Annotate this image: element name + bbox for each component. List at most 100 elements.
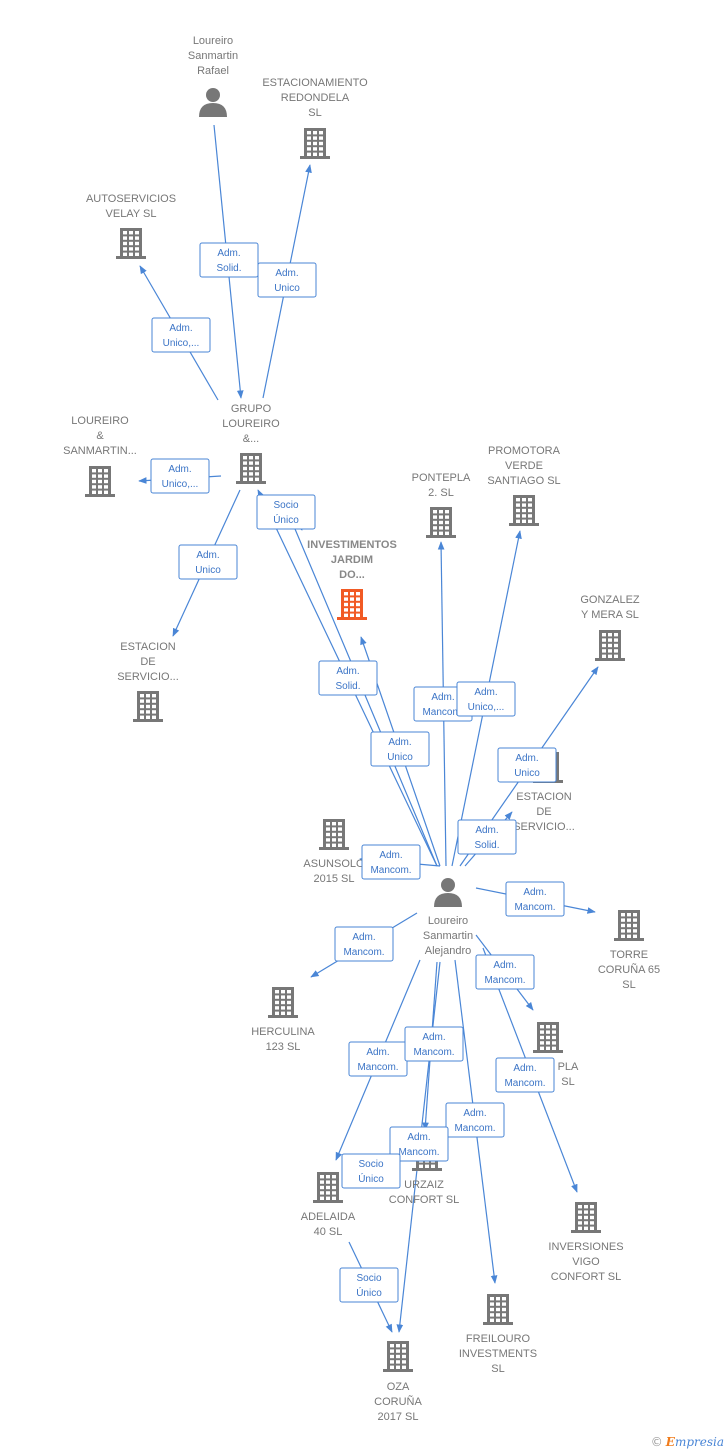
node-label: INVESTMENTS <box>459 1348 537 1360</box>
node-label: 2017 SL <box>378 1411 419 1423</box>
edge-role-label[interactable]: Adm.Mancom. <box>445 1102 505 1138</box>
edge-role-label[interactable]: Adm.Mancom. <box>495 1057 555 1093</box>
edge-role-text: Adm. <box>352 932 375 943</box>
edge-role-text: Adm. <box>379 850 402 861</box>
edge-role-text: Adm. <box>336 666 359 677</box>
node-label: 123 SL <box>266 1041 301 1053</box>
node-label: URZAIZ <box>404 1179 444 1191</box>
logo-initial: E <box>665 1435 675 1449</box>
edge-labels-layer: Adm.Solid.Adm.UnicoAdm.Unico,...Adm.Unic… <box>150 242 565 1303</box>
edge-role-text: Adm. <box>493 960 516 971</box>
node-label: 40 SL <box>314 1226 343 1238</box>
edge-role-label[interactable]: Adm.Mancom. <box>404 1026 464 1062</box>
edge-role-label[interactable]: Adm.Unico,... <box>150 458 210 494</box>
edge-role-text: Socio <box>358 1159 383 1170</box>
edges-layer <box>138 124 599 1333</box>
building-icon <box>483 1294 513 1325</box>
node-grupo_loureiro[interactable]: GRUPOLOUREIRO&... <box>222 403 280 484</box>
edge-role-label[interactable]: Adm. Solid. <box>318 660 378 696</box>
edge-role-text: Solid. <box>335 681 360 692</box>
edge-role-label[interactable]: Adm.Unico,... <box>456 681 516 717</box>
edge-role-label[interactable]: Adm.Unico <box>178 544 238 580</box>
edge-role-label[interactable]: Adm.Unico <box>257 262 317 298</box>
node-label: SL <box>561 1076 574 1088</box>
edge-role-text: Mancom. <box>514 902 555 913</box>
node-label: 2015 SL <box>314 873 355 885</box>
building-icon <box>133 691 163 722</box>
edge-role-text: Único <box>358 1172 384 1185</box>
edge-role-label[interactable]: Adm.Mancom. <box>389 1126 449 1162</box>
node-label: HERCULINA <box>251 1026 315 1038</box>
person-icon <box>434 878 462 907</box>
node-herculina[interactable]: HERCULINA 123 SL <box>251 987 315 1053</box>
edge-role-text: Unico <box>387 752 413 763</box>
edge-role-label[interactable]: Adm.Unico,... <box>151 317 211 353</box>
edge-role-text: Socio <box>273 500 298 511</box>
edge-role-text: Adm. <box>169 323 192 334</box>
node-adelaida[interactable]: ADELAIDA 40 SL <box>301 1172 356 1238</box>
node-label: SL <box>308 107 321 119</box>
node-label: AUTOSERVICIOS <box>86 193 176 205</box>
edge-role-text: Mancom. <box>357 1062 398 1073</box>
node-label: OZA <box>387 1381 410 1393</box>
edge-role-label[interactable]: Adm.Solid. <box>457 819 517 855</box>
node-label: CORUÑA <box>374 1395 422 1408</box>
node-asunsolo[interactable]: ASUNSOLO 2015 SL <box>303 819 365 885</box>
logo-text: mpresia <box>674 1435 724 1449</box>
node-label: CONFORT SL <box>551 1271 622 1283</box>
node-label: SERVICIO... <box>117 671 179 683</box>
node-label: SL <box>491 1363 504 1375</box>
node-oza[interactable]: OZA CORUÑA 2017 SL <box>374 1341 422 1423</box>
edge-role-label[interactable]: Adm.Solid. <box>199 242 259 278</box>
edge-role-label[interactable]: Adm.Mancom. <box>505 881 565 917</box>
node-label: Sanmartin <box>423 930 473 942</box>
edge-role-label[interactable]: Adm.Unico <box>370 731 430 767</box>
edge-role-label[interactable]: Adm.Unico <box>497 747 557 783</box>
edge-role-text: Mancom. <box>422 707 463 718</box>
empresia-logo[interactable]: ©Empresia <box>651 1435 724 1449</box>
node-label: Rafael <box>197 65 229 77</box>
edge-role-label[interactable]: Adm.Mancom. <box>361 844 421 880</box>
edge-role-text: Adm. <box>196 550 219 561</box>
edge-role-text: Adm. <box>407 1132 430 1143</box>
edge-role-label[interactable]: Adm.Mancom. <box>475 954 535 990</box>
node-loureiro_sanmartin[interactable]: LOUREIRO&SANMARTIN... <box>63 415 137 497</box>
edge-role-text: Adm. <box>474 687 497 698</box>
node-label: 2. SL <box>428 487 454 499</box>
node-label: SANMARTIN... <box>63 445 137 457</box>
node-label: DE <box>140 656 155 668</box>
node-investimentos[interactable]: INVESTIMENTOSJARDIMDO... <box>307 539 397 620</box>
node-estacion_serv1[interactable]: ESTACIONDESERVICIO... <box>117 641 179 722</box>
edge-role-text: Adm. <box>275 268 298 279</box>
node-label: VIGO <box>572 1256 600 1268</box>
node-label: SERVICIO... <box>513 821 575 833</box>
building-icon <box>236 453 266 484</box>
edge-role-label[interactable]: Adm.Mancom. <box>334 926 394 962</box>
node-label: ASUNSOLO <box>303 858 365 870</box>
node-label: INVESTIMENTOS <box>307 539 397 551</box>
node-label: &... <box>243 433 260 445</box>
building-icon <box>614 910 644 941</box>
node-label: ADELAIDA <box>301 1211 356 1223</box>
node-label: Loureiro <box>428 915 468 927</box>
building-icon <box>300 128 330 159</box>
edge-role-text: Único <box>273 513 299 526</box>
node-label: & <box>96 430 104 442</box>
node-label: LOUREIRO <box>222 418 280 430</box>
edge-role-label[interactable]: Adm.Mancom. <box>348 1041 408 1077</box>
